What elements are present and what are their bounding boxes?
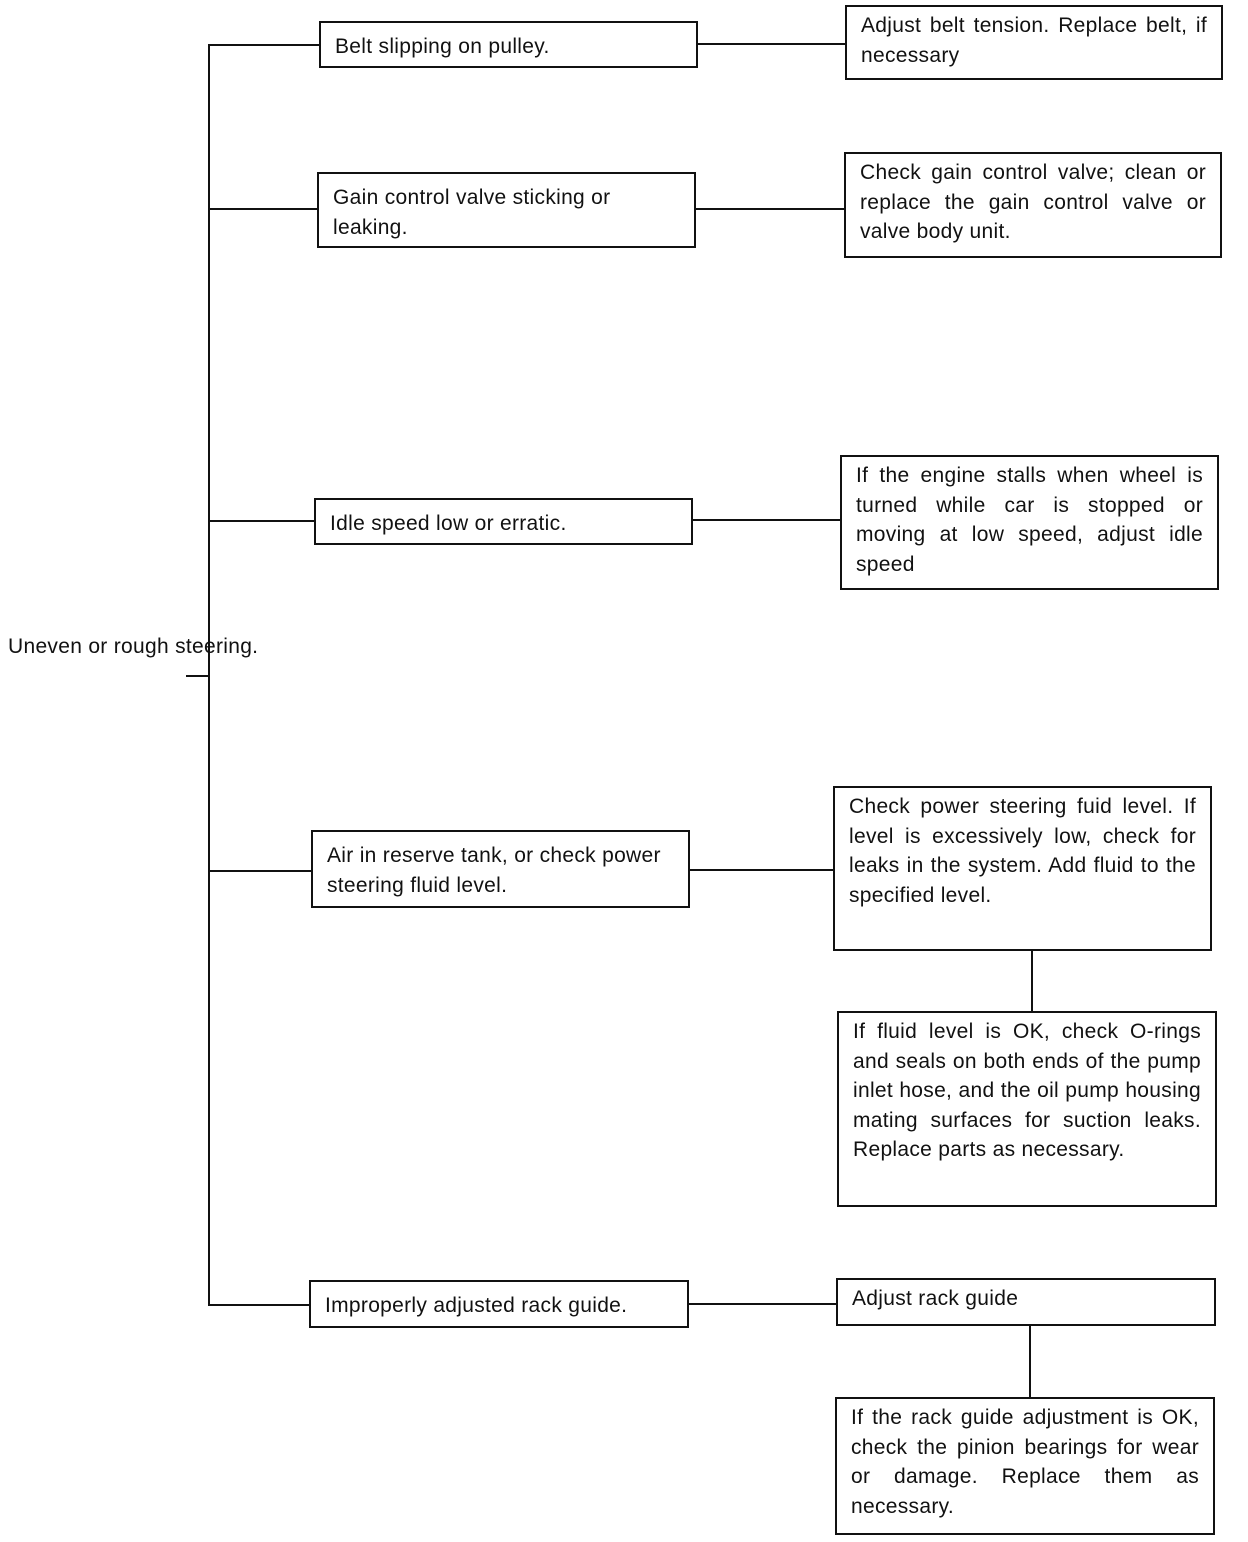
action-text: Check gain control valve; clean or repla… — [860, 161, 1206, 243]
branch-5-followup-connector — [1029, 1326, 1031, 1398]
branch-4-action-connector — [690, 869, 834, 871]
cause-box-air-in-reserve-tank: Air in reserve tank, or check power stee… — [311, 830, 690, 908]
cause-text: Belt slipping on pulley. — [335, 35, 550, 58]
action-text: If fluid level is OK, check O-rings and … — [853, 1020, 1201, 1161]
action-box-check-o-rings: If fluid level is OK, check O-rings and … — [837, 1011, 1217, 1207]
cause-text: Gain control valve sticking or leaking. — [333, 186, 611, 239]
branch-3-cause-connector — [208, 520, 315, 522]
branch-5-action-connector — [689, 1303, 837, 1305]
cause-box-gain-control-valve: Gain control valve sticking or leaking. — [317, 172, 696, 248]
main-trunk-line — [208, 44, 210, 1306]
cause-box-rack-guide: Improperly adjusted rack guide. — [309, 1280, 689, 1328]
action-text: If the rack guide adjustment is OK, chec… — [851, 1406, 1199, 1518]
root-connector — [186, 675, 210, 677]
branch-2-cause-connector — [208, 208, 318, 210]
cause-box-belt-slipping: Belt slipping on pulley. — [319, 21, 698, 68]
action-box-check-fluid-level: Check power steering fuid level. If leve… — [833, 786, 1212, 951]
branch-2-action-connector — [696, 208, 845, 210]
branch-1-cause-connector — [208, 44, 320, 46]
branch-5-cause-connector — [208, 1304, 310, 1306]
action-box-adjust-belt: Adjust belt tension. Replace belt, if ne… — [845, 5, 1223, 80]
action-box-adjust-idle-speed: If the engine stalls when wheel is turne… — [840, 455, 1219, 590]
branch-4-followup-connector — [1031, 951, 1033, 1012]
cause-text: Improperly adjusted rack guide. — [325, 1294, 628, 1317]
branch-4-cause-connector — [208, 870, 312, 872]
branch-3-action-connector — [693, 519, 841, 521]
action-box-check-pinion-bearings: If the rack guide adjustment is OK, chec… — [835, 1397, 1215, 1535]
action-box-check-gain-valve: Check gain control valve; clean or repla… — [844, 152, 1222, 258]
action-text: Adjust belt tension. Replace belt, if ne… — [861, 14, 1207, 67]
cause-box-idle-speed: Idle speed low or erratic. — [314, 498, 693, 545]
root-symptom-label: Uneven or rough steering. — [8, 635, 259, 658]
action-text: Check power steering fuid level. If leve… — [849, 795, 1196, 907]
action-box-adjust-rack-guide: Adjust rack guide — [836, 1278, 1216, 1326]
action-text: Adjust rack guide — [852, 1287, 1019, 1310]
action-text: If the engine stalls when wheel is turne… — [856, 464, 1203, 576]
branch-1-action-connector — [698, 43, 846, 45]
cause-text: Idle speed low or erratic. — [330, 512, 567, 535]
cause-text: Air in reserve tank, or check power stee… — [327, 844, 661, 897]
